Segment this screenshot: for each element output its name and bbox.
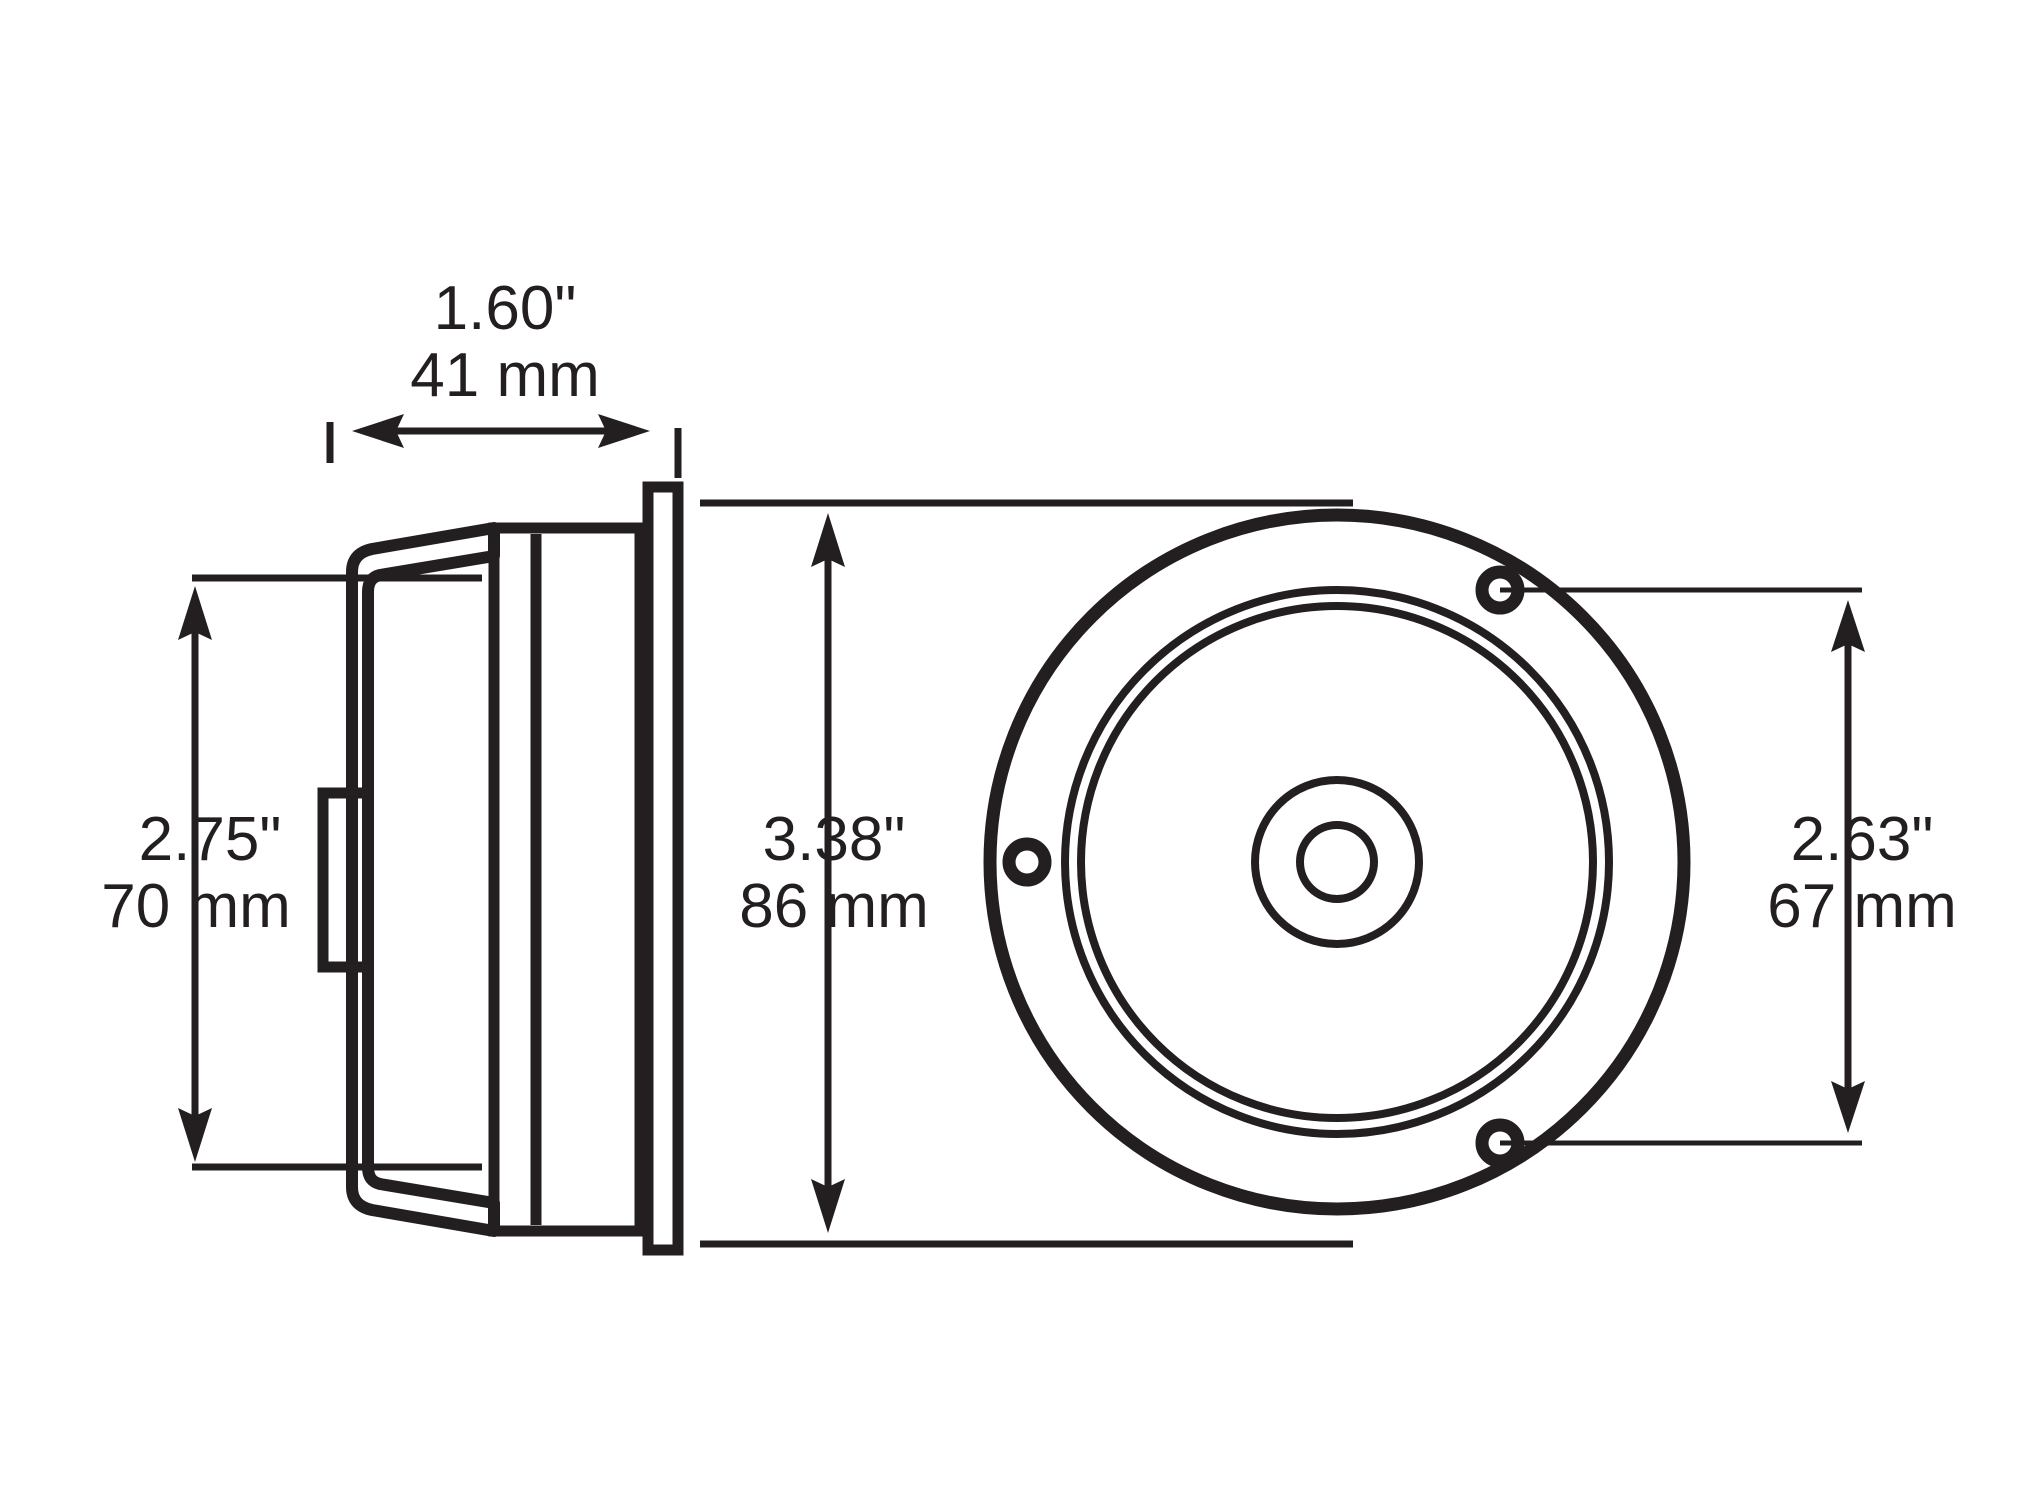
depth-arrowhead-left	[352, 414, 404, 448]
flange-outer-circle	[983, 508, 1691, 1216]
flange-diameter-arrowhead-bottom	[811, 1179, 845, 1233]
flange-diameter-dimension-inches: 3.38"	[763, 805, 906, 874]
bolt-circle-arrowhead-top	[1831, 600, 1865, 652]
side-profile-view	[317, 481, 684, 1256]
depth-arrowhead-right	[598, 414, 650, 448]
depth-dimension-mm: 41 mm	[410, 341, 599, 410]
flange-diameter-dimension-mm: 86 mm	[739, 872, 928, 941]
body-height-dimension-mm: 70 mm	[101, 872, 290, 941]
bolt-circle-dimension-inches: 2.63"	[1791, 805, 1934, 874]
bolt-circle-arrowhead-bottom	[1831, 1081, 1865, 1133]
center-hub-outer-circle	[1251, 776, 1423, 948]
connector-tab	[317, 787, 374, 973]
bolt-circle-dimension-mm: 67 mm	[1767, 872, 1956, 941]
mounting-flange-plate	[642, 481, 684, 1256]
lamp-barrel-outline	[488, 522, 646, 1237]
flange-diameter-dimension-group: 3.38" 86 mm	[700, 499, 1353, 1248]
center-hub-inner-circle	[1296, 821, 1378, 903]
body-height-dimension-group: 2.75" 70 mm	[101, 574, 482, 1171]
mounting-hole-left	[1002, 837, 1052, 887]
depth-dimension-inches: 1.60"	[434, 274, 577, 343]
body-height-dimension-inches: 2.75"	[139, 805, 282, 874]
lens-inner-circle	[1077, 602, 1597, 1122]
depth-dimension-group: 1.60" 41 mm	[326, 274, 682, 478]
body-height-arrowhead-top	[178, 586, 212, 640]
flange-diameter-arrowhead-top	[811, 513, 845, 567]
bolt-circle-dimension-group: 2.63" 67 mm	[1500, 587, 1957, 1146]
front-face-view	[983, 508, 1691, 1216]
body-height-arrowhead-bottom	[178, 1108, 212, 1162]
lens-outer-circle	[1061, 586, 1613, 1138]
